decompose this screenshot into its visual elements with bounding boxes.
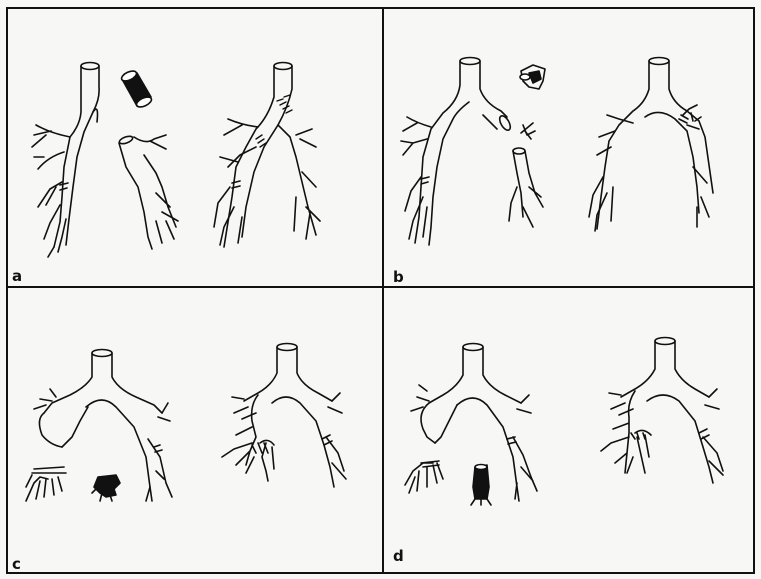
tree-postop-b [589, 58, 713, 232]
tree-postop-d [601, 338, 723, 484]
tree-postop-c [222, 344, 346, 488]
distal-stump-d [405, 461, 443, 493]
panel-a-drawing [6, 7, 383, 287]
panel-b-drawing [383, 7, 755, 287]
distal-stump-b [509, 123, 543, 227]
panel-label-b: b [393, 270, 404, 285]
panel-d-drawing [383, 287, 755, 574]
distal-stump-a [118, 135, 178, 249]
tree-preop-a [32, 63, 99, 258]
panel-label-d: d [393, 549, 404, 564]
panel-label-a: a [12, 269, 22, 284]
panel-c: c [6, 287, 383, 574]
horizontal-divider [6, 286, 755, 288]
tree-preop-b [401, 58, 512, 246]
panel-c-drawing [6, 287, 383, 574]
vertical-divider [382, 7, 384, 574]
resected-segment-a [120, 69, 153, 109]
distal-stump-c [26, 467, 66, 501]
panel-b: b [383, 7, 755, 287]
panel-d: d [383, 287, 755, 574]
panel-label-c: c [12, 557, 21, 572]
resected-segment-c [92, 475, 120, 501]
resected-segment-b [520, 65, 545, 89]
tree-postop-a [214, 63, 320, 248]
panel-a: a [6, 7, 383, 287]
resected-segment-d [471, 465, 491, 506]
